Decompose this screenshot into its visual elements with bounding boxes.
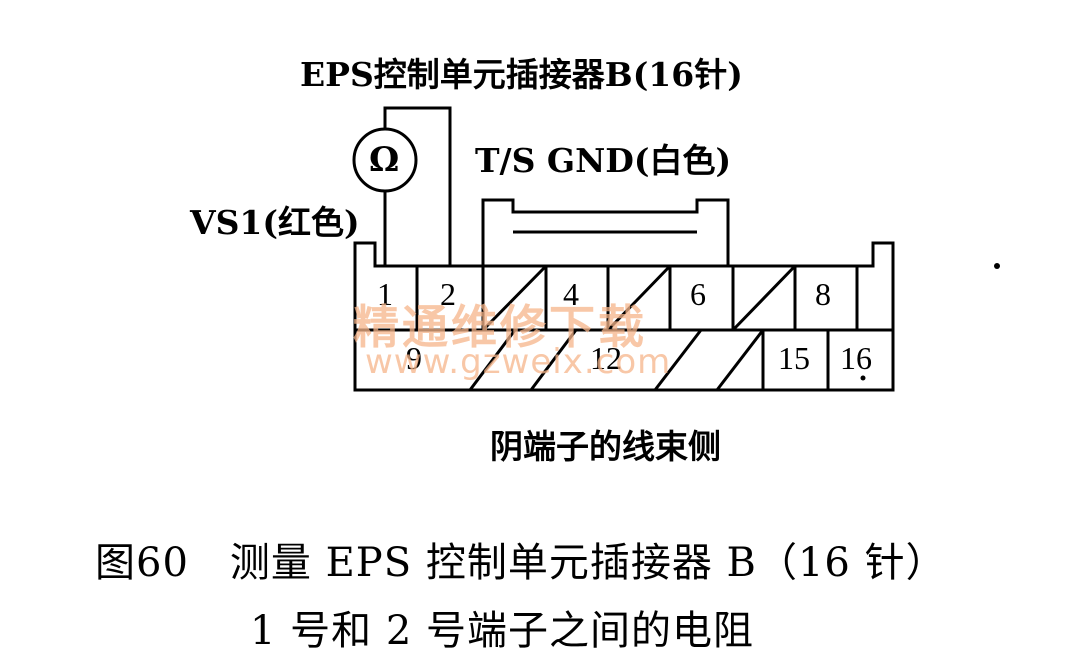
tsgnd-label: T/S GND(白色) <box>475 141 732 180</box>
figure-caption-line1: 图60 测量 EPS 控制单元插接器 B（16 针） <box>95 540 947 586</box>
watermark-text: 精通维修下载 <box>353 300 647 354</box>
figure-caption-line2: 1 号和 2 号端子之间的电阻 <box>250 608 755 654</box>
pin-2-label: 2 <box>440 276 456 312</box>
pin-15-label: 15 <box>778 340 810 376</box>
pin-12-label: 12 <box>590 340 622 376</box>
connector-title: EPS控制单元插接器B(16针) <box>300 55 743 94</box>
jumper-probe <box>481 198 730 266</box>
lead-pin2 <box>383 106 452 266</box>
pin-6-label: 6 <box>690 276 706 312</box>
vs1-label: VS1(红色) <box>190 203 360 242</box>
pin-16-label: 16 <box>840 340 872 376</box>
watermark-url: www.gzweix.com <box>365 342 672 382</box>
pin-4-label: 4 <box>563 276 579 312</box>
harness-side-label: 阴端子的线束侧 <box>490 427 721 466</box>
ohm-symbol: Ω <box>369 140 400 180</box>
pin-8-label: 8 <box>815 276 831 312</box>
pin-9-label: 9 <box>406 340 422 376</box>
pin-1-label: 1 <box>377 276 393 312</box>
connector-outline <box>353 241 895 392</box>
